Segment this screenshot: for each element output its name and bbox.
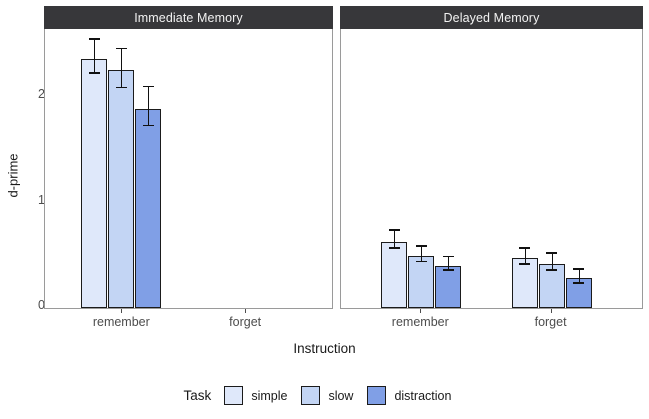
error-bar-cap bbox=[546, 269, 558, 271]
x-tick-mark bbox=[420, 309, 422, 313]
x-tick-label: remember bbox=[92, 315, 150, 329]
legend-label: simple bbox=[251, 388, 288, 403]
panel-strip-label: Immediate Memory bbox=[44, 6, 333, 29]
legend-key-swatch bbox=[301, 386, 321, 405]
legend: Task simple slow distraction bbox=[0, 386, 649, 405]
error-bar bbox=[578, 269, 580, 283]
error-bar-cap bbox=[442, 255, 454, 258]
error-bar-cap bbox=[415, 245, 427, 247]
error-bar-cap bbox=[115, 86, 127, 89]
x-tick-mark bbox=[121, 309, 123, 313]
y-tick-label: 2 bbox=[38, 87, 45, 101]
error-bar bbox=[421, 245, 423, 262]
panel-delayed-memory: Delayed Memory bbox=[340, 6, 643, 309]
bar bbox=[511, 258, 538, 308]
error-bar-cap bbox=[573, 281, 585, 284]
legend-item[interactable]: distraction bbox=[367, 386, 451, 405]
legend-item[interactable]: slow bbox=[301, 386, 353, 405]
error-bar-cap bbox=[88, 38, 100, 40]
legend-key-swatch bbox=[367, 386, 387, 405]
x-axis-title: Instruction bbox=[293, 341, 356, 356]
legend-title: Task bbox=[183, 388, 212, 403]
bar bbox=[81, 59, 108, 308]
legend-items: simple slow distraction bbox=[224, 386, 465, 405]
bar bbox=[435, 265, 462, 308]
y-axis: 0 1 2 bbox=[11, 6, 49, 340]
x-tick-label: forget bbox=[229, 315, 262, 329]
error-bar-cap bbox=[142, 85, 154, 88]
y-tick-label: 1 bbox=[38, 192, 45, 207]
bar bbox=[135, 108, 162, 308]
error-bar-cap bbox=[573, 268, 585, 270]
error-bar bbox=[121, 48, 123, 88]
error-bar-cap bbox=[519, 247, 531, 249]
x-tick-label: remember bbox=[391, 315, 449, 329]
bar bbox=[408, 256, 435, 308]
y-tick-label: 0 bbox=[38, 298, 45, 312]
error-bar-cap bbox=[415, 260, 427, 263]
plot-area-delayed bbox=[341, 29, 642, 308]
x-tick-label: forget bbox=[534, 315, 567, 329]
error-bar bbox=[448, 256, 450, 271]
error-bar bbox=[94, 39, 96, 73]
error-bar-cap bbox=[388, 247, 400, 249]
x-tick-mark bbox=[550, 309, 552, 313]
plot-area-immediate bbox=[45, 29, 332, 308]
legend-label: distraction bbox=[394, 388, 452, 403]
error-bar-cap bbox=[142, 124, 154, 127]
legend-item[interactable]: simple bbox=[224, 386, 287, 405]
panel-strip-label: Delayed Memory bbox=[340, 6, 643, 29]
error-bar-cap bbox=[88, 72, 100, 74]
error-bar bbox=[148, 86, 150, 126]
panel-immediate-memory: Immediate Memory bbox=[44, 6, 333, 309]
error-bar bbox=[524, 247, 526, 264]
error-bar bbox=[551, 253, 553, 271]
y-axis-line bbox=[44, 6, 45, 309]
error-bar-cap bbox=[519, 263, 531, 265]
error-bar-cap bbox=[442, 269, 454, 271]
bar bbox=[381, 241, 408, 308]
legend-key-swatch bbox=[224, 386, 244, 405]
legend-label: slow bbox=[328, 388, 354, 403]
error-bar-cap bbox=[546, 252, 558, 255]
error-bar-cap bbox=[388, 229, 400, 231]
error-bar-cap bbox=[115, 47, 127, 50]
x-tick-mark bbox=[245, 309, 247, 313]
bar bbox=[108, 69, 135, 308]
error-bar bbox=[394, 230, 396, 248]
